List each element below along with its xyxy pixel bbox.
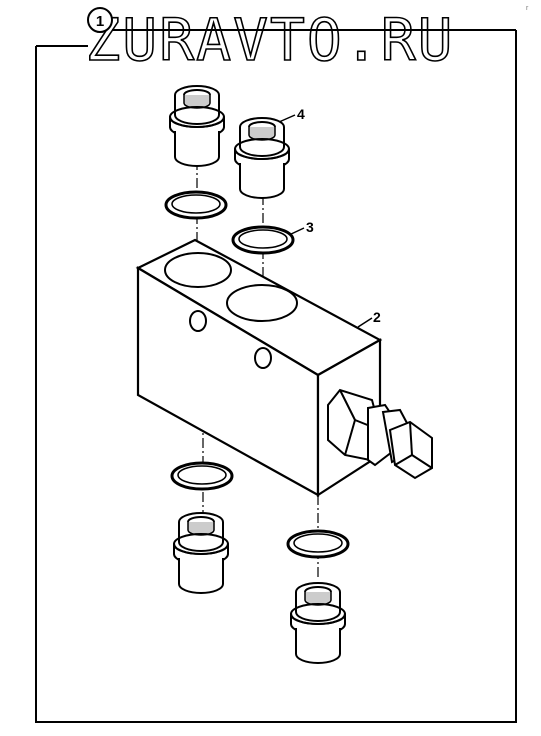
drawing-frame [35,30,517,723]
figure-number-badge: 1 [87,7,113,33]
fitting-bottom-left [173,512,229,594]
watermark-text: ZURAVTO.RU [85,6,454,74]
valve-cartridge [327,388,433,480]
fitting-bottom-right [290,582,346,664]
leader-2 [357,317,373,328]
fitting-top-left [169,85,225,167]
oring-top-right [231,225,295,255]
callout-2: 2 [373,309,381,325]
leader-3 [288,227,305,236]
fitting-top-right [234,117,290,199]
valve-block [135,238,383,498]
figure-number: 1 [96,13,104,30]
oring-bottom-left [170,461,234,491]
oring-bottom-right [286,529,350,559]
callout-4: 4 [297,106,305,122]
callout-3: 3 [306,219,314,235]
oring-top-left [164,190,228,220]
corner-note: r [526,5,529,12]
leader-4 [278,114,296,123]
